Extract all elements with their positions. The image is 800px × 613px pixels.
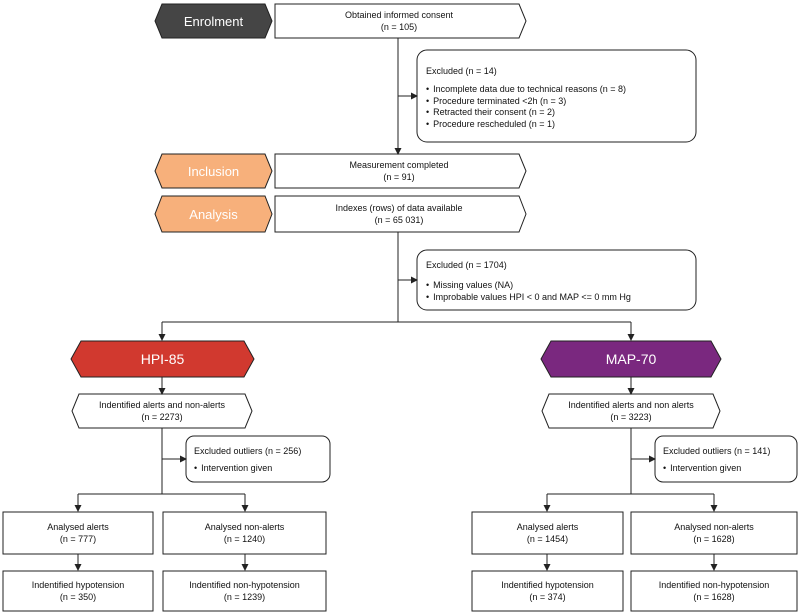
hpi-nonhypo-count: (n = 1239) bbox=[223, 592, 266, 602]
indexes-count: (n = 65 031) bbox=[374, 215, 424, 225]
hpi-nonalerts-box: Analysed non-alerts (n = 1240) bbox=[163, 512, 326, 554]
map-group-label: MAP-70 bbox=[605, 351, 657, 367]
exclusion1-list: Incomplete data due to technical reasons… bbox=[426, 84, 626, 130]
hpi-group-shape bbox=[70, 340, 255, 378]
map-outliers-list: Intervention given bbox=[663, 463, 741, 475]
hpi-nonhypo-box-shape bbox=[162, 570, 327, 612]
hpi-identified-count: (n = 2273) bbox=[141, 412, 183, 422]
map-alerts-title: Analysed alerts bbox=[516, 521, 579, 532]
inclusion-stage-shape bbox=[154, 153, 273, 189]
hpi-hypo-box: Indentified hypotension (n = 350) bbox=[3, 571, 153, 611]
map-identified-box: Indentified alerts and non alerts (n = 3… bbox=[542, 394, 720, 428]
map-identified-count: (n = 3223) bbox=[610, 412, 652, 422]
map-outliers-title: Excluded outliers (n = 141) bbox=[663, 446, 771, 456]
map-nonhypo-box-shape bbox=[630, 570, 798, 612]
indexes-box: Indexes (rows) of data available (n = 65… bbox=[275, 196, 523, 232]
analysis-stage-label: Analysis bbox=[189, 206, 238, 222]
exclusion1-item: Procedure terminated <2h (n = 3) bbox=[426, 96, 626, 108]
hpi-nonhypo-box: Indentified non-hypotension (n = 1239) bbox=[163, 571, 326, 611]
exclusion1-item: Retracted their consent (n = 2) bbox=[426, 107, 626, 119]
measurement-box: Measurement completed (n = 91) bbox=[275, 154, 523, 188]
consent-count: (n = 105) bbox=[380, 22, 418, 32]
map-group-shape bbox=[540, 340, 722, 378]
consent-box: Obtained informed consent (n = 105) bbox=[275, 4, 523, 38]
indexes-title: Indexes (rows) of data available bbox=[335, 202, 463, 213]
exclusion1-item: Procedure rescheduled (n = 1) bbox=[426, 119, 626, 131]
exclusion2-item: Improbable values HPI < 0 and MAP <= 0 m… bbox=[426, 292, 631, 304]
hpi-nonalerts-title: Analysed non-alerts bbox=[204, 521, 285, 532]
measurement-box-shape bbox=[274, 153, 527, 189]
map-alerts-count: (n = 1454) bbox=[526, 534, 569, 544]
map-nonalerts-box: Analysed non-alerts (n = 1628) bbox=[631, 512, 797, 554]
hpi-alerts-box-shape bbox=[2, 511, 154, 555]
hpi-outliers-list: Intervention given bbox=[194, 463, 272, 475]
hpi-nonalerts-count: (n = 1240) bbox=[223, 534, 266, 544]
hpi-hypo-title: Indentified hypotension bbox=[31, 579, 125, 590]
map-hypo-box: Indentified hypotension (n = 374) bbox=[472, 571, 623, 611]
map-outliers-box: Excluded outliers (n = 141) Intervention… bbox=[655, 436, 797, 482]
measurement-count: (n = 91) bbox=[383, 172, 415, 182]
exclusion1-title: Excluded (n = 14) bbox=[426, 66, 497, 76]
hpi-nonhypo-title: Indentified non-hypotension bbox=[189, 579, 300, 590]
map-nonhypo-title: Indentified non-hypotension bbox=[658, 579, 770, 590]
consent-box-shape bbox=[274, 3, 527, 39]
exclusion2-box: Excluded (n = 1704) Missing values (NA) … bbox=[417, 250, 696, 310]
exclusion2-list: Missing values (NA) Improbable values HP… bbox=[426, 280, 631, 303]
map-nonalerts-count: (n = 1628) bbox=[693, 534, 735, 544]
map-hypo-count: (n = 374) bbox=[529, 592, 566, 602]
map-nonhypo-count: (n = 1628) bbox=[693, 592, 735, 602]
map-hypo-title: Indentified hypotension bbox=[501, 579, 594, 590]
hpi-alerts-count: (n = 777) bbox=[59, 534, 97, 544]
hpi-group-label: HPI-85 bbox=[140, 351, 185, 367]
map-nonalerts-box-shape bbox=[630, 511, 798, 555]
map-hypo-box-shape bbox=[471, 570, 624, 612]
hpi-identified-title: Indentified alerts and non-alerts bbox=[98, 399, 226, 410]
indexes-box-shape bbox=[274, 195, 527, 233]
hpi-identified-shape bbox=[71, 393, 253, 429]
map-nonalerts-title: Analysed non-alerts bbox=[674, 521, 754, 532]
enrolment-stage-shape bbox=[154, 3, 273, 39]
map-alerts-box-shape bbox=[471, 511, 624, 555]
hpi-outliers-box: Excluded outliers (n = 256) Intervention… bbox=[186, 436, 330, 482]
exclusion2-item: Missing values (NA) bbox=[426, 280, 631, 292]
exclusion2-title: Excluded (n = 1704) bbox=[426, 260, 507, 270]
map-outliers-item: Intervention given bbox=[663, 463, 741, 475]
hpi-alerts-box: Analysed alerts (n = 777) bbox=[3, 512, 153, 554]
measurement-title: Measurement completed bbox=[349, 159, 449, 170]
exclusion1-box: Excluded (n = 14) Incomplete data due to… bbox=[417, 50, 696, 142]
map-identified-shape bbox=[541, 393, 721, 429]
map-identified-title: Indentified alerts and non alerts bbox=[568, 399, 694, 410]
hpi-nonalerts-box-shape bbox=[162, 511, 327, 555]
hpi-hypo-count: (n = 350) bbox=[59, 592, 97, 602]
consent-title: Obtained informed consent bbox=[344, 9, 454, 20]
hpi-outliers-title: Excluded outliers (n = 256) bbox=[194, 446, 302, 456]
enrolment-stage-label: Enrolment bbox=[183, 13, 244, 29]
hpi-alerts-title: Analysed alerts bbox=[47, 521, 109, 532]
map-alerts-box: Analysed alerts (n = 1454) bbox=[472, 512, 623, 554]
map-nonhypo-box: Indentified non-hypotension (n = 1628) bbox=[631, 571, 797, 611]
exclusion1-item: Incomplete data due to technical reasons… bbox=[426, 84, 626, 96]
hpi-hypo-box-shape bbox=[2, 570, 154, 612]
analysis-stage-shape bbox=[154, 195, 273, 233]
hpi-identified-box: Indentified alerts and non-alerts (n = 2… bbox=[72, 394, 252, 428]
hpi-outliers-item: Intervention given bbox=[194, 463, 272, 475]
inclusion-stage-label: Inclusion bbox=[187, 163, 240, 179]
